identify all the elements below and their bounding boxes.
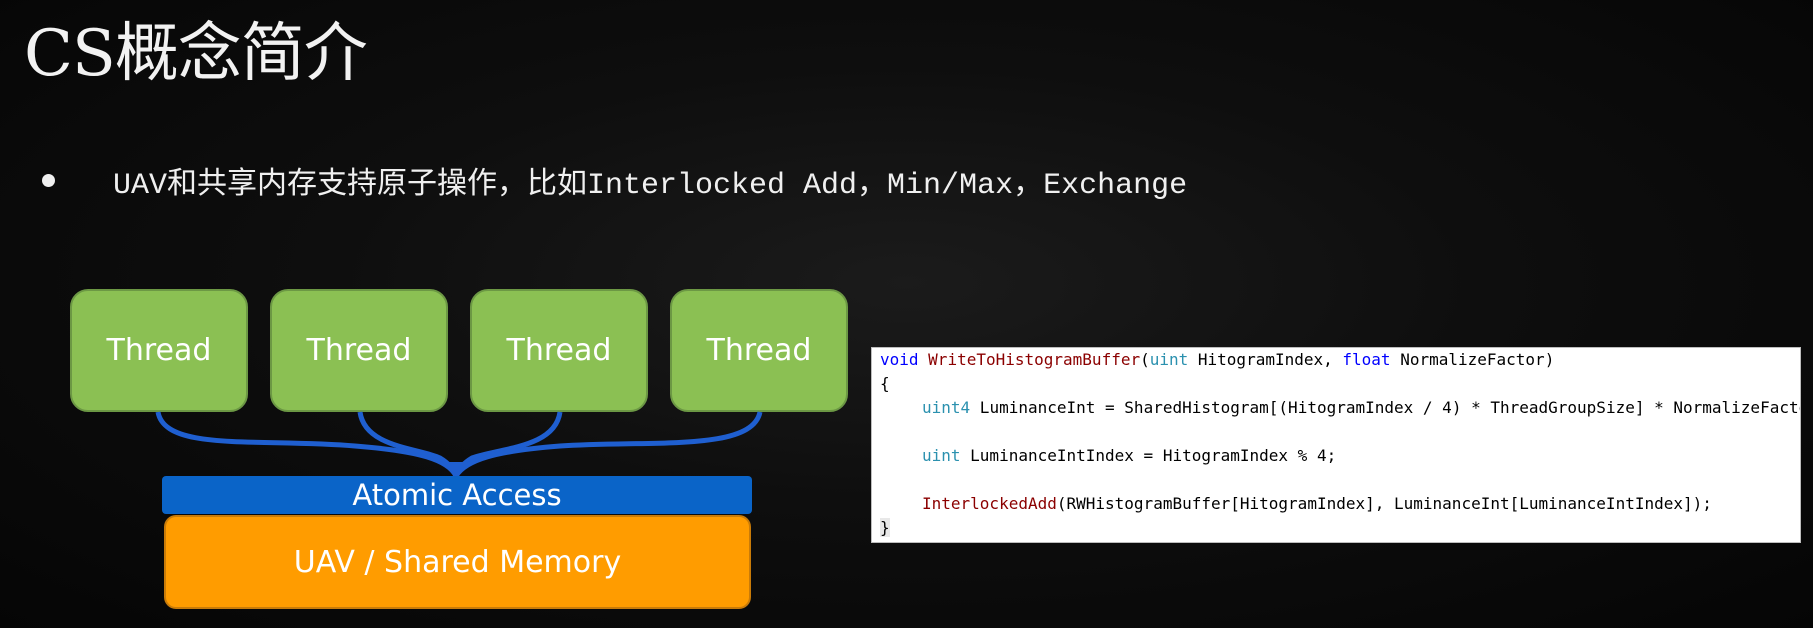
thread-box-3: Thread (470, 289, 648, 412)
shared-memory-box: UAV / Shared Memory (164, 515, 751, 609)
code-brace-open: { (880, 374, 890, 393)
code-snippet: void WriteToHistogramBuffer(uint Hitogra… (871, 347, 1801, 543)
code-line-2-rest: LuminanceInt = SharedHistogram[(Hitogram… (970, 398, 1801, 417)
type-uint: uint (1149, 350, 1189, 369)
bullet-dot-icon (42, 173, 55, 187)
slide-title: CS概念简介 (24, 17, 368, 91)
param-1: HitogramIndex, (1188, 350, 1343, 369)
function-name: WriteToHistogramBuffer (928, 350, 1141, 369)
param-2: NormalizeFactor) (1390, 350, 1555, 369)
thread-box-2: Thread (270, 289, 448, 412)
keyword-float: float (1342, 350, 1391, 369)
brace-close: } (880, 518, 890, 537)
thread-box-4: Thread (670, 289, 848, 412)
arrow-thread-4 (453, 411, 763, 478)
atomic-access-bar: Atomic Access (162, 476, 752, 514)
arrow-thread-2 (357, 411, 459, 477)
type-uint: uint (922, 446, 961, 465)
keyword-void: void (880, 350, 919, 369)
code-brace-close: } (880, 516, 890, 540)
code-line-3: uint LuminanceIntIndex = HitogramIndex %… (922, 444, 1336, 468)
thread-box-1: Thread (70, 289, 248, 412)
code-line-4: InterlockedAdd(RWHistogramBuffer[Hitogra… (922, 492, 1712, 516)
type-uint4: uint4 (922, 398, 971, 417)
arrow-thread-3 (453, 411, 563, 477)
code-line-4-rest: (RWHistogramBuffer[HitogramIndex], Lumin… (1056, 494, 1712, 513)
paren: ( (1140, 350, 1150, 369)
arrow-thread-1 (155, 411, 459, 478)
code-line-1: void WriteToHistogramBuffer(uint Hitogra… (880, 348, 1554, 372)
function-interlocked-add: InterlockedAdd (922, 494, 1057, 513)
code-line-2: uint4 LuminanceInt = SharedHistogram[(Hi… (922, 396, 1801, 420)
bullet-point: UAV和共享内存支持原子操作，比如Interlocked Add，Min/Max… (42, 160, 1188, 203)
code-line-3-rest: LuminanceIntIndex = HitogramIndex % 4; (960, 446, 1337, 465)
bullet-text: UAV和共享内存支持原子操作，比如Interlocked Add，Min/Max… (113, 168, 1188, 203)
